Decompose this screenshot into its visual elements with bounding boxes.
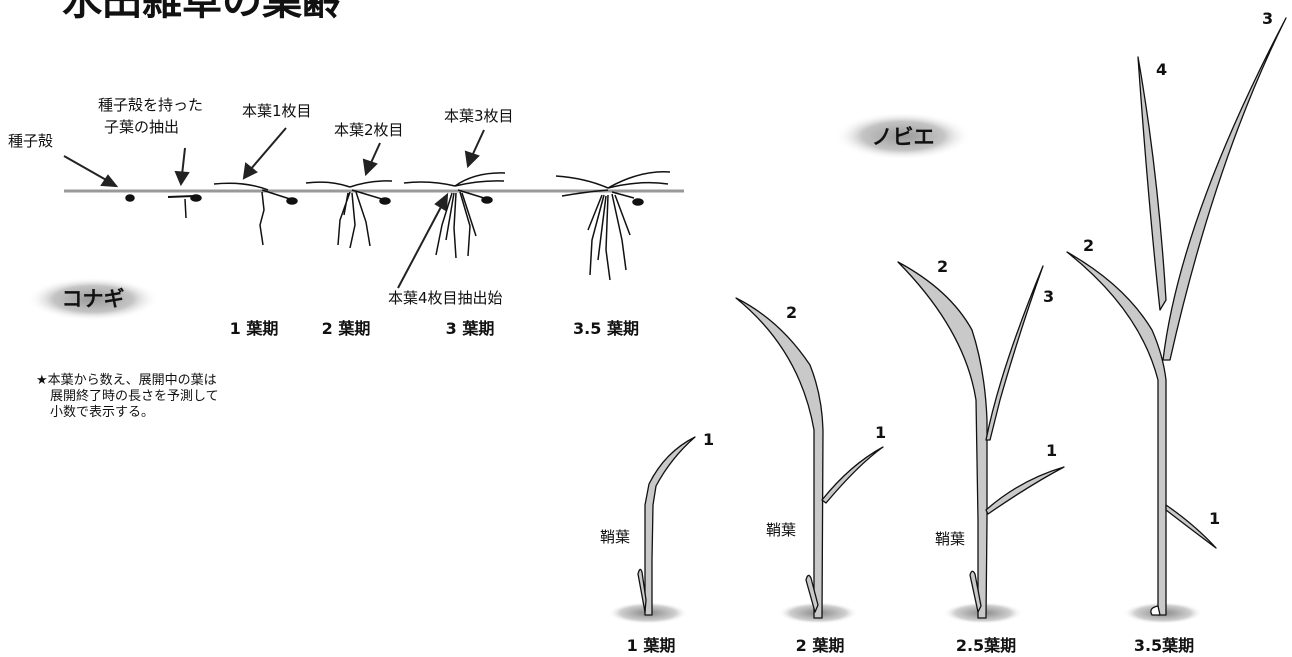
label-cotyledon-line1: 種子殻を持った [98, 96, 203, 114]
label-leaf4: 本葉4枚目抽出始 [388, 289, 503, 307]
konagi-arrows [63, 127, 485, 289]
label-cotyledon-line2: 子葉の抽出 [104, 118, 179, 136]
nobie-stage-4: 3.5葉期 [1134, 636, 1194, 655]
leaf-number: 2 [786, 303, 797, 322]
nobie-leaf [644, 436, 696, 616]
nobie-leaf [985, 265, 1044, 441]
leaf-number: 1 [1046, 441, 1057, 460]
label-leaf1: 本葉1枚目 [242, 102, 312, 120]
nobie-coleoptile [637, 568, 647, 613]
nobie-leaf [1137, 56, 1167, 311]
konagi-stage-4: 3.5 葉期 [573, 319, 639, 338]
leaf-number: 1 [875, 423, 886, 442]
note-line3: 小数で表示する。 [50, 405, 154, 420]
page-title: 水田雑草の葉齢 [62, 0, 342, 24]
note: ★本葉から数え、展開中の葉は 展開終了時の長さを予測して 小数で表示する。 [36, 373, 223, 420]
label-leaf3: 本葉3枚目 [444, 107, 514, 125]
nobie-plants [637, 17, 1287, 619]
note-line1: ★本葉から数え、展開中の葉は [36, 373, 217, 388]
nobie-name-badge [835, 112, 971, 160]
leaf-number: 2 [937, 257, 948, 276]
konagi-stage-1: 1 葉期 [230, 319, 279, 338]
nobie-root-tip [1150, 605, 1161, 616]
nobie-coleoptile [969, 570, 982, 613]
konagi-name: コナギ [62, 287, 125, 311]
nobie-leaf [821, 446, 884, 504]
nobie-coleoptile-label-2: 鞘葉 [766, 521, 796, 539]
leaf-number: 3 [1262, 9, 1273, 28]
konagi-stage-2: 2 葉期 [322, 319, 371, 338]
nobie-stage-3: 2.5葉期 [956, 636, 1016, 655]
label-seed-coat: 種子殻 [8, 132, 53, 150]
konagi-name-badge [27, 277, 159, 321]
leaf-number: 1 [1209, 509, 1220, 528]
nobie-stage-1: 1 葉期 [627, 636, 676, 655]
nobie-leaf [897, 261, 988, 619]
leaf-number: 4 [1156, 60, 1167, 79]
nobie-leaf [985, 466, 1065, 515]
label-leaf2: 本葉2枚目 [334, 121, 404, 139]
konagi-seedlings [125, 171, 671, 281]
konagi-stage-3: 3 葉期 [446, 319, 495, 338]
nobie-coleoptile-label-3: 鞘葉 [935, 530, 965, 548]
label-cotyledon: 種子殻を持った 子葉の抽出 [98, 96, 208, 136]
nobie-coleoptile-label-1: 鞘葉 [600, 528, 630, 546]
nobie-leaf [1165, 504, 1217, 549]
nobie-leaf [735, 297, 824, 619]
leaf-number: 2 [1083, 236, 1094, 255]
leaf-number: 3 [1043, 287, 1054, 306]
nobie-stage-2: 2 葉期 [796, 636, 845, 655]
leaf-number: 1 [703, 430, 714, 449]
note-line2: 展開終了時の長さを予測して [50, 388, 219, 404]
nobie-coleoptile [805, 574, 819, 613]
nobie-name: ノビエ [872, 125, 935, 149]
nobie-leaf [1162, 17, 1287, 361]
nobie-leaf [1066, 251, 1167, 616]
